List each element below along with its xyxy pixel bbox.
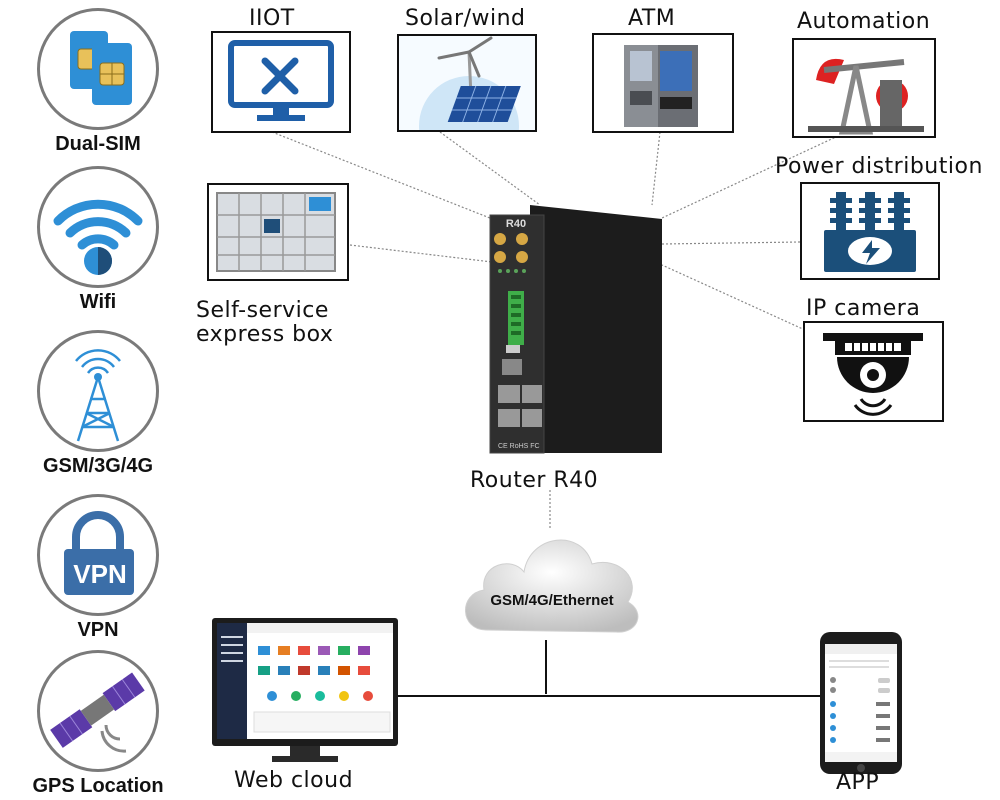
feature-gps: GPS Location <box>28 650 168 798</box>
wifi-icon <box>37 166 159 288</box>
cell-tower-icon <box>37 330 159 452</box>
power-label: Power distribution <box>775 154 983 179</box>
phone-app <box>820 632 902 774</box>
solar-wind-label: Solar/wind <box>405 6 526 31</box>
ip-camera-panel <box>803 321 944 422</box>
express-box-panel <box>207 183 349 281</box>
atm-panel <box>592 33 734 133</box>
feature-wifi: Wifi <box>28 166 168 314</box>
ip-camera-label: IP camera <box>806 296 921 321</box>
web-monitor <box>212 618 398 762</box>
feature-label: GSM/3G/4G <box>42 455 154 477</box>
oil-pump-icon <box>808 58 924 135</box>
svg-text:CE RoHS FC: CE RoHS FC <box>498 443 540 450</box>
express-box-label-line1: Self-service <box>196 298 329 323</box>
cloud-icon <box>465 539 639 633</box>
feature-label: Dual-SIM <box>55 133 141 155</box>
router-model: R40 <box>506 218 526 230</box>
automation-panel <box>792 38 936 138</box>
atm-machine-icon <box>624 45 698 127</box>
solar-wind-panel <box>397 34 537 132</box>
satellite-icon <box>37 650 159 772</box>
atm-label: ATM <box>628 6 676 31</box>
express-box-label-line2: express box <box>196 322 334 347</box>
feature-gsm: GSM/3G/4G <box>28 330 168 478</box>
feature-dual-sim: Dual-SIM <box>28 8 168 156</box>
automation-label: Automation <box>797 9 931 34</box>
router-label: Router R40 <box>470 468 599 493</box>
wind-turbine-solar-icon <box>399 36 535 130</box>
svg-text:VPN: VPN <box>73 559 126 589</box>
power-panel <box>800 182 940 280</box>
feature-vpn: VPN VPN <box>28 494 168 642</box>
vpn-lock-icon: VPN <box>37 494 159 616</box>
iiot-panel <box>211 31 351 133</box>
app-label: APP <box>836 770 880 795</box>
feature-label: GPS Location <box>32 775 164 797</box>
locker-icon <box>216 192 336 272</box>
transformer-icon <box>824 192 916 272</box>
monitor-tools-icon <box>228 40 334 121</box>
dome-camera-icon <box>823 333 923 416</box>
iiot-label: IIOT <box>249 6 295 31</box>
feature-label: Wifi <box>79 291 117 313</box>
router-device: R40 CE RoHS FC <box>489 205 662 454</box>
feature-label: VPN <box>77 619 119 641</box>
sim-card-icon <box>37 8 159 130</box>
cloud-label: GSM/4G/Ethernet <box>490 592 614 609</box>
web-cloud-label: Web cloud <box>234 768 354 793</box>
